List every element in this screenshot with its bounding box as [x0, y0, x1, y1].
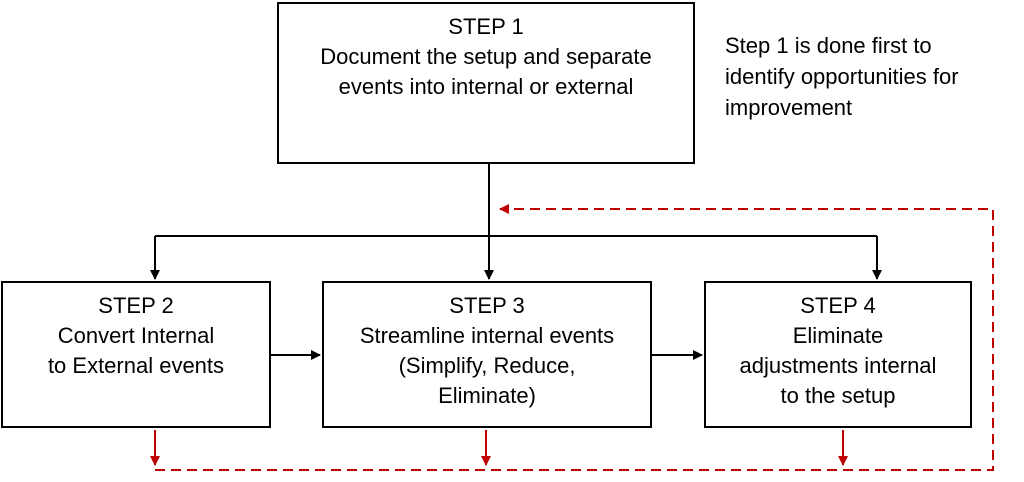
- step2-line1: Convert Internal: [57, 323, 215, 348]
- step3-line1: Streamline internal events: [359, 323, 615, 348]
- step3-box: STEP 3 Streamline internal events (Simpl…: [322, 281, 652, 428]
- step4-line3: to the setup: [780, 383, 896, 408]
- step3-title: STEP 3: [449, 293, 525, 318]
- step2-line2: to External events: [47, 353, 225, 378]
- step1-box: STEP 1 Document the setup and separate e…: [277, 2, 695, 164]
- feedback-loop-path: [155, 204, 994, 471]
- step4-line2: adjustments internal: [739, 353, 937, 378]
- step2-box: STEP 2 Convert Internal to External even…: [1, 281, 271, 428]
- note-line1: Step 1 is done first to: [725, 33, 932, 58]
- note-line2: identify opportunities for: [725, 64, 959, 89]
- step4-line1: Eliminate: [792, 323, 884, 348]
- step1-line2: events into internal or external: [338, 74, 634, 99]
- step3-line2: (Simplify, Reduce,: [398, 353, 576, 378]
- step1-note: Step 1 is done first to identify opportu…: [725, 30, 1015, 123]
- step1-title: STEP 1: [448, 14, 524, 39]
- step2-title: STEP 2: [98, 293, 174, 318]
- note-line3: improvement: [725, 95, 853, 120]
- step3-line3: Eliminate): [438, 383, 536, 408]
- step4-box: STEP 4 Eliminate adjustments internal to…: [704, 281, 972, 428]
- step4-title: STEP 4: [800, 293, 876, 318]
- step1-line1: Document the setup and separate: [320, 44, 652, 69]
